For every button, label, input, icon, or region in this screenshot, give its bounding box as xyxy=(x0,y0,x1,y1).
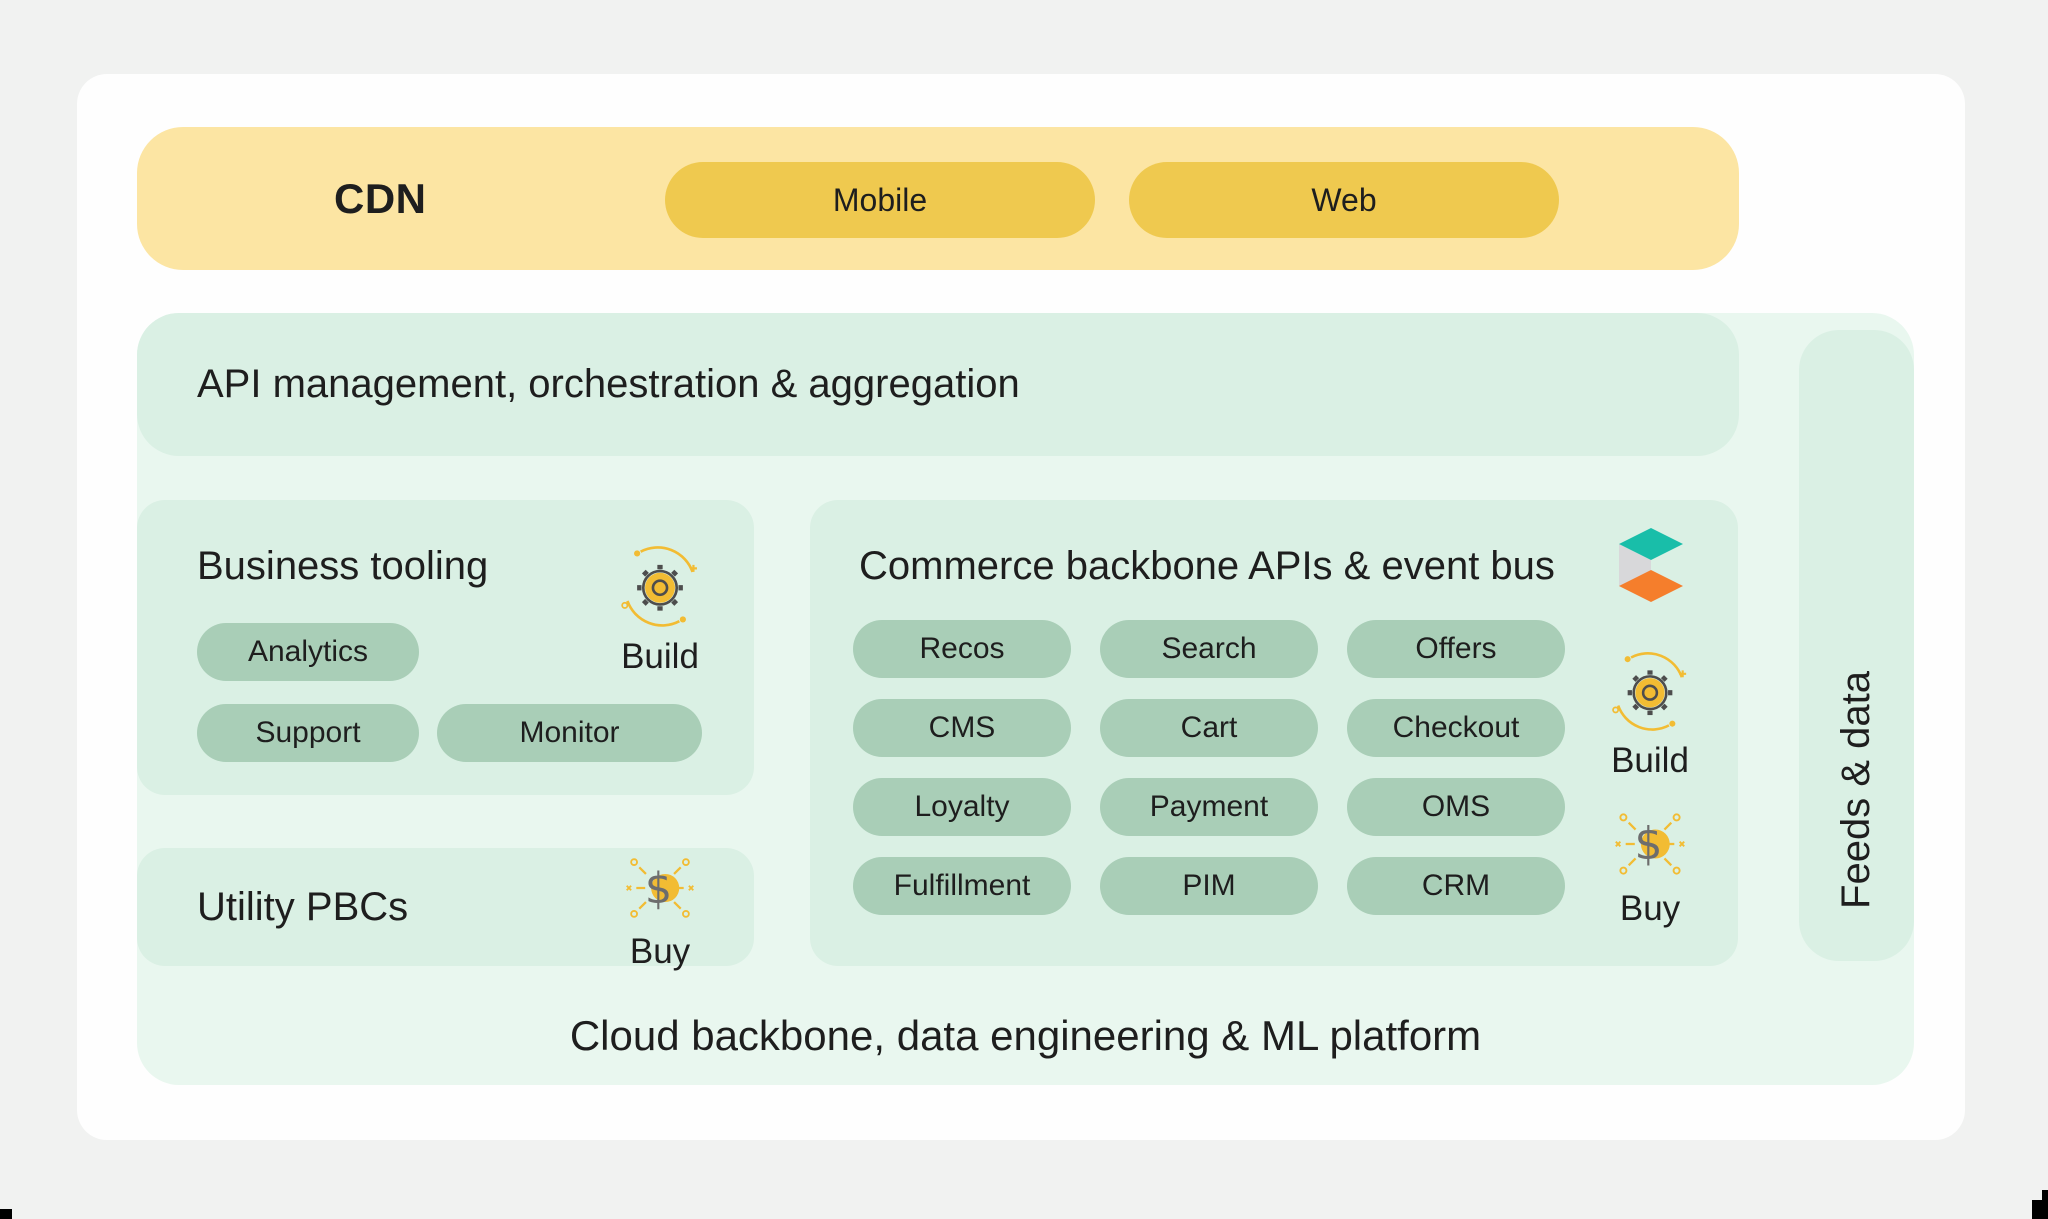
cdn-band: CDN Mobile Web xyxy=(137,127,1739,270)
business-tooling-card: Business tooling Analytics Support Monit… xyxy=(137,500,754,795)
svg-text:$: $ xyxy=(645,864,672,914)
fulfillment-pill: Fulfillment xyxy=(853,857,1071,915)
buy-stack-utility: $ Buy xyxy=(600,851,720,972)
offers-pill: Offers xyxy=(1347,620,1565,678)
cube-logo-icon xyxy=(1617,526,1685,609)
loyalty-pill: Loyalty xyxy=(853,778,1071,836)
web-pill: Web xyxy=(1129,162,1559,238)
api-management-label: API management, orchestration & aggregat… xyxy=(197,362,1020,406)
build-label: Build xyxy=(621,637,699,676)
utility-pbcs-title: Utility PBCs xyxy=(197,884,409,929)
dollar-burst-icon: $ xyxy=(623,851,697,930)
utility-pbcs-card: Utility PBCs xyxy=(137,848,754,966)
business-tooling-title: Business tooling xyxy=(197,544,489,588)
checkout-pill: Checkout xyxy=(1347,699,1565,757)
cloud-platform-label: Cloud backbone, data engineering & ML pl… xyxy=(569,1012,1482,1059)
commerce-backbone-card: Commerce backbone APIs & event bus Recos… xyxy=(810,500,1738,966)
buy-stack-commerce: $ Buy xyxy=(1590,806,1710,929)
commerce-pill-grid: Recos Search Offers CMS Cart Checkout Lo… xyxy=(853,620,1565,915)
oms-pill: OMS xyxy=(1347,778,1565,836)
gear-orbit-icon xyxy=(1607,648,1693,739)
svg-text:$: $ xyxy=(1634,819,1662,870)
payment-pill: Payment xyxy=(1100,778,1318,836)
commerce-backbone-title: Commerce backbone APIs & event bus xyxy=(859,544,1555,588)
feeds-data-column: Feeds & data xyxy=(1799,330,1914,961)
mobile-pill: Mobile xyxy=(665,162,1095,238)
api-management-band: API management, orchestration & aggregat… xyxy=(137,313,1739,456)
build-label: Build xyxy=(1611,741,1689,780)
cdn-label: CDN xyxy=(334,174,427,222)
gear-orbit-icon xyxy=(616,542,704,635)
dollar-burst-icon: $ xyxy=(1612,806,1688,887)
screen-artifact xyxy=(2042,1190,2048,1219)
cart-pill: Cart xyxy=(1100,699,1318,757)
analytics-pill: Analytics xyxy=(197,623,419,681)
cms-pill: CMS xyxy=(853,699,1071,757)
buy-label: Buy xyxy=(629,932,691,971)
build-stack-business: Build xyxy=(600,542,720,677)
buy-label: Buy xyxy=(1619,889,1681,928)
pim-pill: PIM xyxy=(1100,857,1318,915)
crm-pill: CRM xyxy=(1347,857,1565,915)
feeds-data-label: Feeds & data xyxy=(1834,671,1878,909)
screen-artifact xyxy=(0,1209,12,1219)
build-stack-commerce: Build xyxy=(1590,648,1710,781)
search-pill: Search xyxy=(1100,620,1318,678)
monitor-pill: Monitor xyxy=(437,704,702,762)
recos-pill: Recos xyxy=(853,620,1071,678)
support-pill: Support xyxy=(197,704,419,762)
